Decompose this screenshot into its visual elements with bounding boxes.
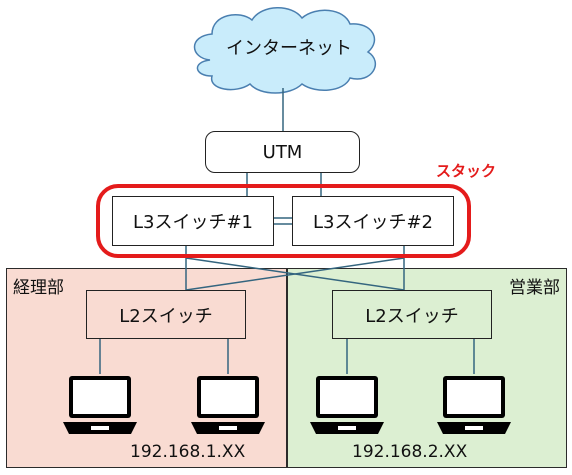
l3-switch-2-label: L3スイッチ#2: [312, 212, 433, 233]
zone-accounting-label: 経理部: [13, 278, 64, 298]
l2-switch-accounting-label: L2スイッチ: [119, 305, 213, 327]
l3-switch-1[interactable]: L3スイッチ#1: [112, 196, 274, 246]
laptop-icon[interactable]: [61, 374, 139, 438]
l2-switch-accounting[interactable]: L2スイッチ: [86, 290, 246, 339]
l3-switch-1-label: L3スイッチ#1: [132, 212, 253, 233]
zone-sales-label: 営業部: [509, 278, 560, 298]
utm-node[interactable]: UTM: [205, 131, 360, 173]
cloud-icon: [193, 7, 377, 94]
l2-switch-sales[interactable]: L2スイッチ: [332, 290, 492, 339]
laptop-icon[interactable]: [308, 374, 386, 438]
stack-ring: [96, 184, 471, 258]
subnet-sales: 192.168.2.XX: [352, 442, 468, 462]
internet-label: インターネット: [226, 38, 352, 59]
laptop-icon[interactable]: [435, 374, 513, 438]
utm-label: UTM: [262, 141, 303, 163]
l3-switch-2[interactable]: L3スイッチ#2: [292, 196, 454, 246]
l2-switch-sales-label: L2スイッチ: [365, 305, 459, 327]
laptop-icon[interactable]: [189, 374, 267, 438]
stack-label: スタック: [436, 162, 497, 180]
subnet-accounting: 192.168.1.XX: [130, 442, 246, 462]
